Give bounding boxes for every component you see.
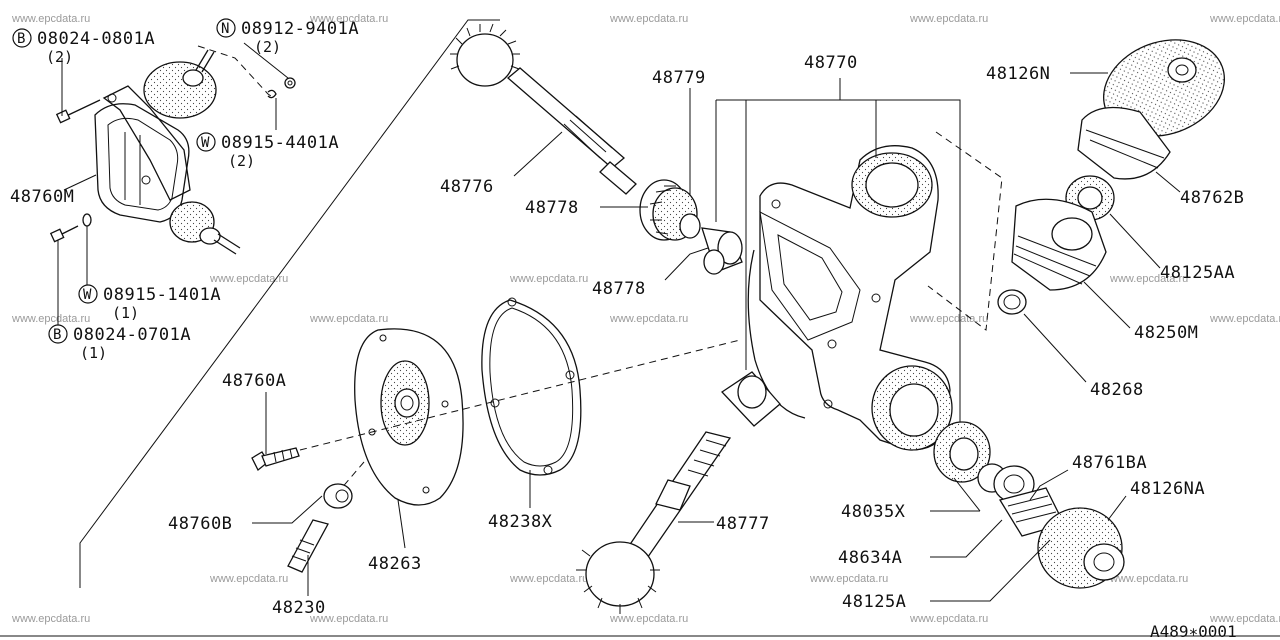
- watermark: www.epcdata.ru: [809, 573, 888, 585]
- label-48762B: 48762B: [1180, 188, 1244, 208]
- seal-48268: [997, 289, 1027, 315]
- label-48268: 48268: [1090, 380, 1144, 400]
- cap-48126NA: [1037, 507, 1125, 589]
- watermark: www.epcdata.ru: [209, 573, 288, 585]
- watermark: www.epcdata.ru: [1109, 273, 1188, 285]
- part-number-08024-0801A: 08024-0801A: [37, 29, 155, 49]
- label-48035X: 48035X: [841, 502, 906, 522]
- watermark: www.epcdata.ru: [11, 613, 90, 625]
- right-upper-labels: 48126N 48762B 48125AA 48250M 48268: [986, 64, 1244, 400]
- part-number-08915-1401A: 08915-1401A: [103, 285, 221, 305]
- label-48760A: 48760A: [222, 371, 286, 391]
- watermark: www.epcdata.ru: [909, 13, 988, 25]
- label-48760M: 48760M: [10, 187, 74, 207]
- watermark: www.epcdata.ru: [309, 613, 388, 625]
- watermark: www.epcdata.ru: [609, 313, 688, 325]
- label-48778-a: 48778: [525, 198, 579, 218]
- watermark: www.epcdata.ru: [1109, 573, 1188, 585]
- svg-text:B: B: [53, 327, 62, 343]
- svg-text:(2): (2): [228, 152, 255, 170]
- part-number-08024-0701A: 08024-0701A: [73, 325, 191, 345]
- inset-assembly: [49, 45, 296, 255]
- label-48777: 48777: [716, 514, 770, 534]
- bearing-48778-outer: [639, 179, 701, 241]
- bearing-labels: 48779 48778 48778: [525, 68, 709, 299]
- housing-48250M: [1011, 198, 1107, 291]
- label-48778-b: 48778: [592, 279, 646, 299]
- part-number-08915-4401A: 08915-4401A: [221, 133, 339, 153]
- gasket-48238X: [481, 297, 582, 476]
- stud-48230: [287, 519, 329, 573]
- lower-left-labels: 48760A 48760B 48230 48263 48238X: [168, 371, 553, 618]
- bolt-48760A: [251, 447, 300, 472]
- watermark: www.epcdata.ru: [309, 313, 388, 325]
- housing-48770: [747, 131, 1003, 451]
- bearing-48778-inner: [701, 227, 743, 275]
- right-lower-labels: 48761BA 48126NA 48035X 48634A 48125A: [838, 453, 1205, 612]
- label-48634A: 48634A: [838, 548, 902, 568]
- watermark: www.epcdata.ru: [509, 573, 588, 585]
- label-48230: 48230: [272, 598, 326, 618]
- part-number-08912-9401A: 08912-9401A: [241, 19, 359, 39]
- callout-b2: B 08024-0701A (1): [48, 324, 191, 362]
- svg-text:(2): (2): [254, 38, 281, 56]
- upper-labels: 48776: [440, 131, 563, 197]
- label-48126NA: 48126NA: [1130, 479, 1205, 499]
- bearing-48035X: [933, 421, 991, 483]
- watermark: www.epcdata.ru: [309, 13, 388, 25]
- callout-w2: W 08915-1401A (1): [78, 284, 221, 322]
- svg-text:(2): (2): [46, 48, 73, 66]
- callout-n1: N 08912-9401A (2): [216, 18, 359, 56]
- watermark: www.epcdata.ru: [509, 273, 588, 285]
- diagram-code: A489∗0001: [1150, 622, 1237, 640]
- watermark: www.epcdata.ru: [209, 273, 288, 285]
- watermark: www.epcdata.ru: [1209, 313, 1280, 325]
- svg-text:N: N: [221, 21, 230, 37]
- label-48238X: 48238X: [488, 512, 553, 532]
- inset-callouts: B 08024-0801A (2) N 08912-9401A (2) W 08…: [10, 18, 359, 362]
- label-48776: 48776: [440, 177, 494, 197]
- nut-48762B: [1077, 106, 1171, 180]
- watermark: www.epcdata.ru: [909, 313, 988, 325]
- watermark: www.epcdata.ru: [11, 13, 90, 25]
- lower-shaft-48777: [576, 371, 781, 614]
- watermark: www.epcdata.ru: [609, 613, 688, 625]
- watermark: www.epcdata.ru: [1209, 613, 1280, 625]
- watermark: www.epcdata.ru: [1209, 13, 1280, 25]
- callout-w1: W 08915-4401A (2): [196, 132, 339, 170]
- label-48760B: 48760B: [168, 514, 232, 534]
- svg-text:(1): (1): [112, 304, 139, 322]
- watermark: www.epcdata.ru: [11, 313, 90, 325]
- label-48126N: 48126N: [986, 64, 1050, 84]
- label-48779: 48779: [652, 68, 706, 88]
- label-48770: 48770: [804, 53, 858, 73]
- upper-shaft-48776: [450, 23, 637, 195]
- label-48250M: 48250M: [1134, 323, 1198, 343]
- callout-b1: B 08024-0801A (2): [12, 28, 155, 66]
- label-48125A: 48125A: [842, 592, 906, 612]
- label-48125AA: 48125AA: [1160, 263, 1235, 283]
- lower-shaft-label: 48777: [678, 514, 770, 534]
- label-48761BA: 48761BA: [1072, 453, 1147, 473]
- svg-text:B: B: [17, 31, 26, 47]
- label-48263: 48263: [368, 554, 422, 574]
- svg-text:W: W: [201, 135, 210, 151]
- housing-bracket: 48770: [715, 53, 961, 428]
- watermark: www.epcdata.ru: [909, 613, 988, 625]
- nut-48760B: [323, 483, 353, 509]
- frame-lines: [0, 19, 1280, 637]
- svg-text:(1): (1): [80, 344, 107, 362]
- watermark: www.epcdata.ru: [609, 13, 688, 25]
- svg-text:W: W: [83, 287, 92, 303]
- cover-plate-48263: [354, 328, 464, 506]
